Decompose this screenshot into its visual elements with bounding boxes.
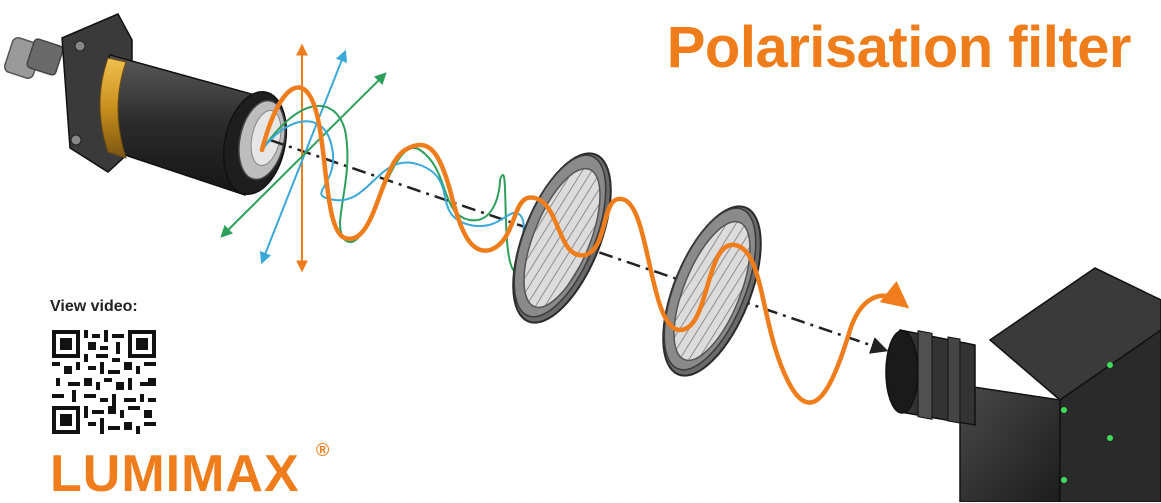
polarisation-axes — [220, 43, 387, 273]
wave-orange-polarised — [259, 85, 910, 405]
brand-logo: LUMIMAX — [50, 445, 300, 503]
light-source — [3, 13, 288, 196]
video-label: View video: — [50, 298, 138, 315]
page-title: Polarisation filter — [666, 15, 1132, 80]
axis-arrow-green — [220, 72, 387, 238]
registered-mark: ® — [316, 440, 330, 460]
connector-plug — [3, 37, 64, 79]
camera — [885, 267, 1161, 502]
qr-code — [52, 330, 156, 434]
gold-ring — [99, 57, 127, 159]
